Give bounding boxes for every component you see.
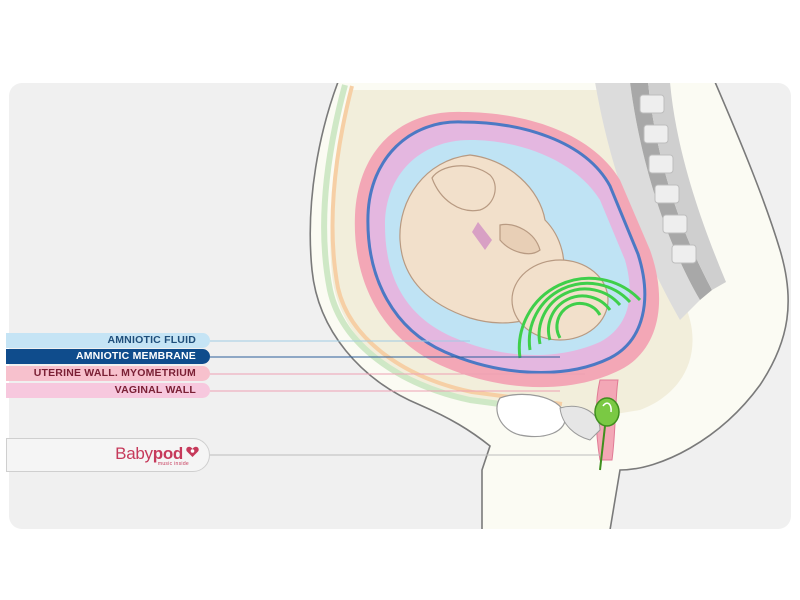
brand-name-light: Baby	[115, 444, 153, 463]
vaginal-wall-label: VAGINAL WALL	[6, 383, 210, 398]
babypod-device	[594, 397, 620, 471]
brand-name: Babypod	[115, 444, 183, 464]
sound-waves	[517, 276, 642, 359]
fetus	[399, 154, 609, 341]
leader-lines	[210, 340, 600, 456]
amniotic-fluid-label: AMNIOTIC FLUID	[6, 333, 210, 348]
uterine-wall-label: UTERINE WALL. MYOMETRIUM	[6, 366, 210, 381]
brand-name-bold: pod	[152, 444, 184, 463]
brand-tagline: music inside	[157, 461, 189, 467]
spine	[595, 83, 726, 320]
heart-logo-icon	[186, 446, 199, 457]
pelvic-bone	[496, 393, 566, 438]
amniotic-membrane-label: AMNIOTIC MEMBRANE	[6, 349, 210, 364]
babypod-brand-label: Babypod music inside	[6, 438, 210, 472]
